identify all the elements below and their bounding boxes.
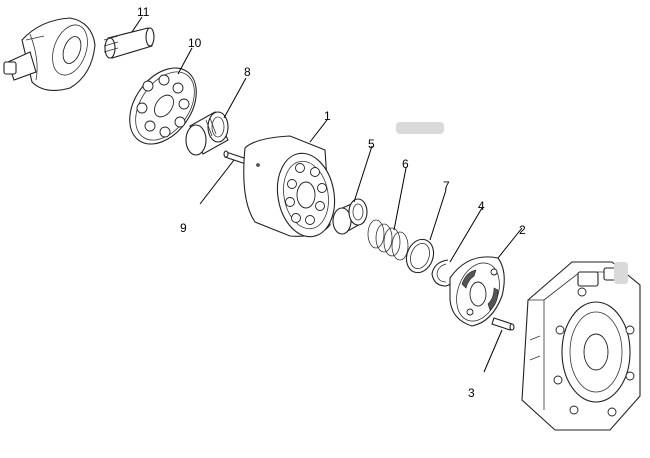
leader-line-4 <box>449 207 483 263</box>
part-ring-7 <box>405 238 435 274</box>
part-sleeve <box>332 198 368 235</box>
leader-line-3 <box>483 329 503 373</box>
part-cylinder-block <box>243 135 336 238</box>
part-housing <box>521 261 641 431</box>
leader-line-10 <box>177 47 193 75</box>
part-spring <box>367 219 409 261</box>
leader-line-5 <box>353 145 373 203</box>
leader-line-11 <box>131 16 143 33</box>
callout-9: 9 <box>180 221 187 235</box>
blurred-region <box>396 122 444 134</box>
callout-1: 1 <box>324 109 331 123</box>
leader-line-7 <box>429 189 447 241</box>
part-valve-plate <box>449 256 505 327</box>
callout-8: 8 <box>244 65 251 79</box>
leader-line-1 <box>309 119 328 143</box>
callout-2: 2 <box>519 223 526 237</box>
callout-5: 5 <box>368 137 375 151</box>
part-pin-3 <box>491 317 515 331</box>
callout-4: 4 <box>478 199 485 213</box>
leader-line-9 <box>199 159 235 205</box>
callout-11: 11 <box>137 5 150 19</box>
part-ball-guide <box>185 111 229 156</box>
part-retainer-plate <box>129 67 197 145</box>
callout-6: 6 <box>402 157 409 171</box>
part-shaft <box>103 27 155 59</box>
callout-3: 3 <box>468 386 475 400</box>
leader-line-6 <box>393 167 407 231</box>
blurred-region <box>614 262 628 284</box>
callout-10: 10 <box>188 36 202 50</box>
callout-7: 7 <box>443 179 450 193</box>
leader-line-8 <box>223 77 247 119</box>
leader-line-2 <box>497 227 523 259</box>
part-end-plate <box>3 17 96 91</box>
